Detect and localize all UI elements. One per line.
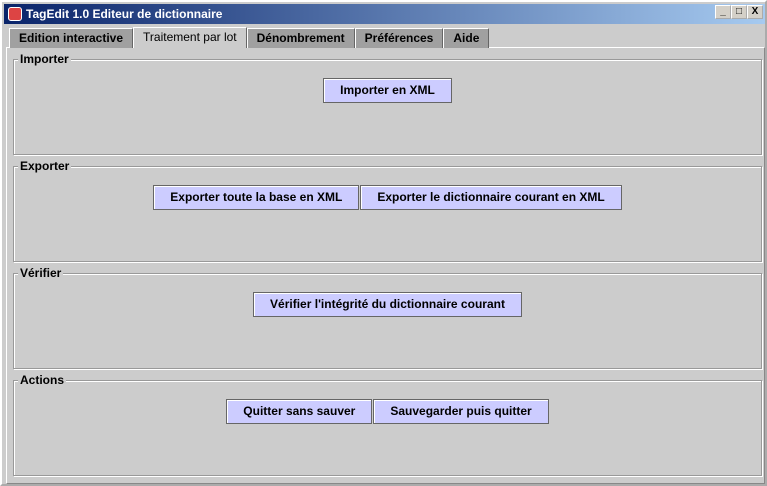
group-title: Actions [18,373,67,387]
button-row: Importer en XML [14,78,761,103]
group-title: Exporter [18,159,72,173]
verify-integrity-button[interactable]: Vérifier l'intégrité du dictionnaire cou… [253,292,522,317]
tab-edition-interactive[interactable]: Edition interactive [9,28,134,48]
verifier-group: Vérifier Vérifier l'intégrité du diction… [13,266,762,369]
importer-group: Importer Importer en XML [13,52,762,155]
import-xml-button[interactable]: Importer en XML [323,78,452,103]
tab-strip: Edition interactive Traitement par lot D… [9,27,490,48]
app-icon [8,7,22,21]
tab-aide[interactable]: Aide [443,28,490,48]
quit-without-saving-button[interactable]: Quitter sans sauver [226,399,373,424]
group-title: Vérifier [18,266,64,280]
save-and-quit-button[interactable]: Sauvegarder puis quitter [373,399,549,424]
window-title: TagEdit 1.0 Editeur de dictionnaire [26,7,223,21]
export-current-xml-button[interactable]: Exporter le dictionnaire courant en XML [360,185,622,210]
group-title: Importer [18,52,71,66]
exporter-group: Exporter Exporter toute la base en XML E… [13,159,762,262]
tab-denombrement[interactable]: Dénombrement [246,28,355,48]
title-bar: TagEdit 1.0 Editeur de dictionnaire [4,4,765,24]
minimize-button[interactable]: _ [715,5,731,19]
button-row: Exporter toute la base en XML Exporter l… [14,185,761,210]
maximize-button[interactable]: □ [731,5,747,19]
button-row: Vérifier l'intégrité du dictionnaire cou… [14,292,761,317]
tab-traitement-par-lot[interactable]: Traitement par lot [133,27,247,48]
tab-preferences[interactable]: Préférences [354,28,444,48]
close-button[interactable]: X [747,5,763,19]
button-row: Quitter sans sauver Sauvegarder puis qui… [14,399,761,424]
actions-group: Actions Quitter sans sauver Sauvegarder … [13,373,762,476]
export-all-xml-button[interactable]: Exporter toute la base en XML [153,185,360,210]
